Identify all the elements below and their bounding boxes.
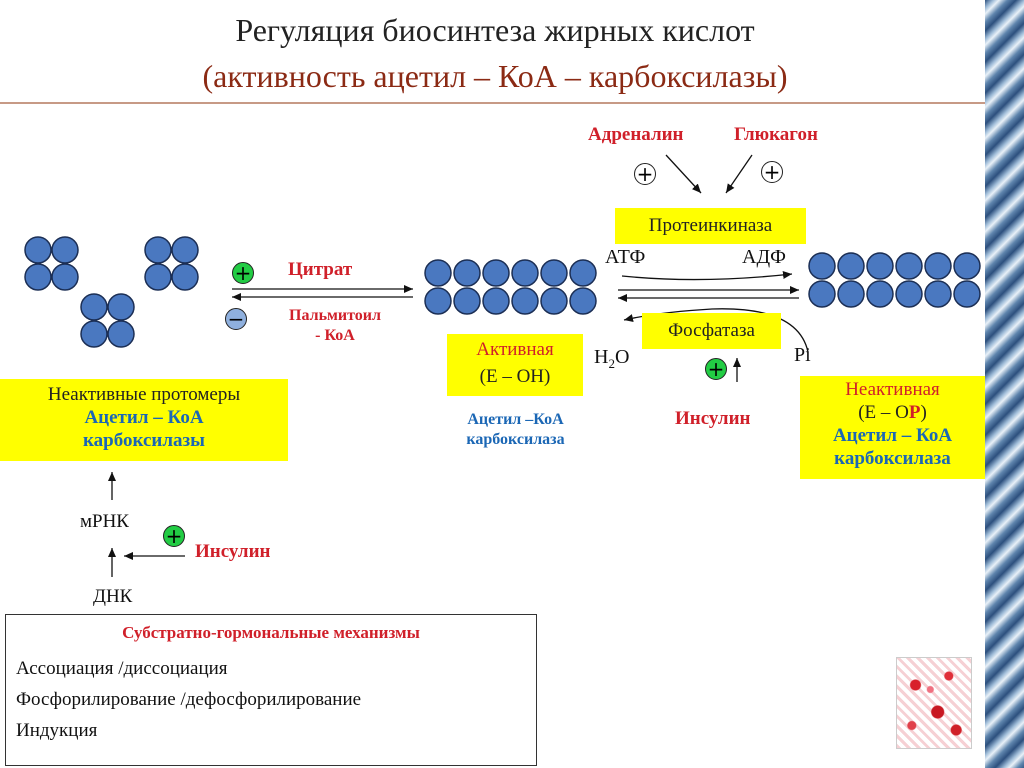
- adrenaline-label: Адреналин: [588, 124, 684, 145]
- active-form-box: Активная(Е – ОН): [447, 334, 583, 396]
- plus-sign-glucagon: +: [761, 161, 783, 183]
- plus-sign-insulin-mid: +: [705, 358, 727, 380]
- inactive-protomers-box: Неактивные протомеры Ацетил – КоА карбок…: [0, 379, 288, 461]
- protomer-cluster-left: [24, 236, 79, 291]
- decorative-frost-strip: [985, 0, 1024, 768]
- glucagon-label: Глюкагон: [734, 124, 818, 145]
- title-line1: Регуляция биосинтеза жирных кислот: [235, 12, 755, 48]
- mechanism-item: Индукция: [16, 720, 98, 741]
- protomer-cluster-bottom: [80, 293, 135, 348]
- water-label: H2O: [594, 346, 630, 371]
- plus-sign-adrenaline: +: [634, 163, 656, 185]
- plus-sign-insulin-left: +: [163, 525, 185, 547]
- mechanism-item: Ассоциация /диссоциация: [16, 658, 228, 679]
- adp-label: АДФ: [742, 246, 786, 268]
- mechanisms-title: Субстратно-гормональные механизмы: [122, 623, 420, 642]
- adrenaline-arrow: [665, 154, 702, 194]
- insulin-left-label: Инсулин: [195, 541, 271, 562]
- pathway-diagram: [24, 154, 981, 577]
- minus-sign-palmitoyl: −: [225, 308, 247, 330]
- phosphatase-box: Фосфатаза: [642, 313, 781, 349]
- active-polymer: [424, 259, 597, 315]
- atp-label: АТФ: [605, 246, 646, 268]
- plus-sign-citrate: +: [232, 262, 254, 284]
- insulin-mid-label: Инсулин: [675, 408, 751, 429]
- inactive-form-box: Неактивная (Е – ОP) Ацетил – КоА карбокс…: [800, 376, 985, 479]
- tissue-micrograph-image: [896, 657, 972, 749]
- mrna-label: мРНК: [80, 511, 129, 532]
- title-divider: [0, 102, 985, 104]
- inactive-polymer: [808, 252, 981, 308]
- atp-adp-arrow: [621, 270, 793, 281]
- protomer-cluster-top: [144, 236, 199, 291]
- glucagon-arrow: [725, 154, 753, 194]
- pi-label: Pi: [794, 344, 811, 366]
- title-line2: (активность ацетил – КоА – карбоксилазы): [202, 58, 788, 94]
- dna-label: ДНК: [93, 586, 133, 607]
- mechanism-item: Фосфорилирование /дефосфорилирование: [16, 689, 362, 710]
- protein-kinase-box: Протеинкиназа: [615, 208, 806, 244]
- citrate-label: Цитрат: [288, 259, 353, 280]
- mechanisms-box: Субстратно-гормональные механизмы Ассоци…: [5, 614, 537, 766]
- palmitoyl-coa-label: Пальмитоил- КоА: [289, 307, 381, 344]
